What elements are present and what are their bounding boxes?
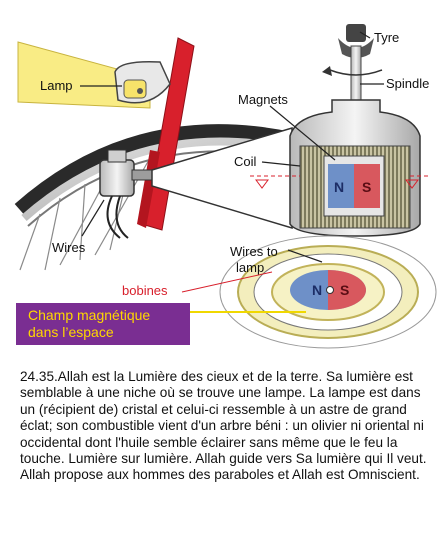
small-dynamo [99,149,155,197]
pole-s: S [362,179,371,195]
verse-caption: 24.35.Allah est la Lumière des cieux et … [20,369,427,483]
label-wires-to-lamp-2: lamp [236,260,264,275]
zoom-wedge [151,126,293,230]
label-magnets: Magnets [238,92,288,107]
label-coil: Coil [234,154,257,169]
pole-n: N [334,179,344,195]
lamp [114,60,171,104]
pole-n-bottom: N [312,282,322,298]
label-tyre: Tyre [374,30,399,45]
dynamo-cutaway [250,24,430,263]
label-spindle: Spindle [386,76,429,91]
label-bobines: bobines [122,283,168,298]
field-box-line1: Champ magnétique [28,307,151,323]
magnetic-field-box: Champ magnétique dans l’espace [16,303,190,345]
label-lamp: Lamp [40,78,73,93]
bobines-pointer [181,271,273,293]
field-box-line2: dans l’espace [28,324,114,340]
label-wires-to-lamp-1: Wires to [230,244,278,259]
label-wires: Wires [52,240,86,255]
pole-s-bottom: S [340,282,349,298]
dynamo-diagram: Tyre Lamp Spindle Magnets Coil Wires Wir… [14,24,437,349]
wires [106,195,121,239]
